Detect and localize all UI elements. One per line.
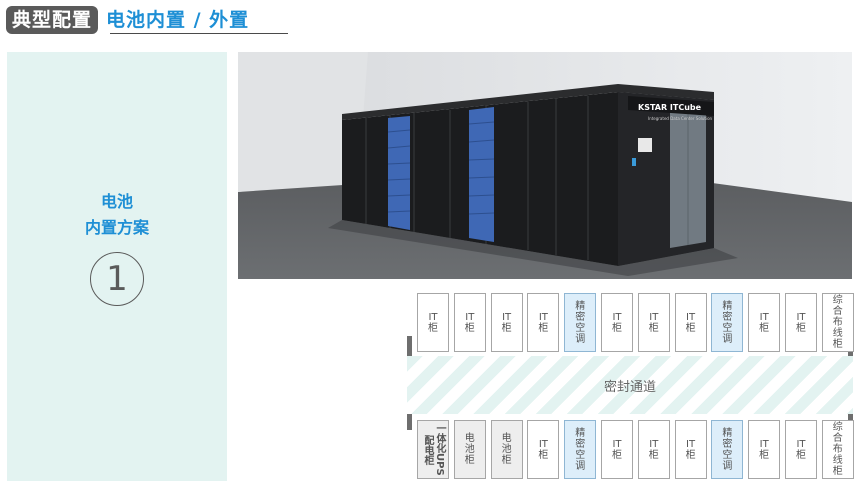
scheme-title-line2: 内置方案 (84, 218, 149, 237)
sealed-aisle: 密封通道 (407, 356, 853, 414)
cabinet-bottom-12: 综合布线柜 (821, 420, 854, 479)
cabinet-top-10: IT柜 (748, 293, 781, 352)
cabinet-bottom-6: IT柜 (600, 420, 633, 479)
cabinet-top-8: IT柜 (674, 293, 707, 352)
cabinet-top-2: IT柜 (453, 293, 486, 352)
row-end-cap-top-right (848, 336, 853, 370)
cabinet-top-4: IT柜 (527, 293, 560, 352)
cabinet-bottom-11: IT柜 (784, 420, 817, 479)
cabinet-bottom-10: IT柜 (748, 420, 781, 479)
cabinet-bottom-1: 一体化UPS配电柜 (417, 420, 449, 479)
cabinet-top-6: IT柜 (600, 293, 633, 352)
page-title: 电池内置 / 外置 (106, 9, 250, 31)
scheme-panel: 电池 内置方案 1 (7, 52, 227, 481)
cabinet-top-12: 综合布线柜 (821, 293, 854, 352)
title-underline (110, 33, 288, 34)
cabinet-bottom-9: 精密空调 (711, 420, 744, 479)
cabinet-top-1: IT柜 (417, 293, 449, 352)
cabinet-bottom-3: 电池柜 (490, 420, 523, 479)
cabinet-top-3: IT柜 (490, 293, 523, 352)
scheme-title-line1: 电池 (100, 192, 133, 211)
scheme-title: 电池 内置方案 (7, 189, 227, 241)
cabinet-bottom-5: 精密空调 (564, 420, 597, 479)
cabinet-bottom-8: IT柜 (674, 420, 707, 479)
cabinet-bottom-4: IT柜 (527, 420, 560, 479)
cabinet-bottom-2: 电池柜 (453, 420, 486, 479)
product-render-image: KSTAR ITCube Integrated Data Center Solu… (238, 52, 852, 279)
page-header: 典型配置 电池内置 / 外置 (6, 5, 251, 35)
cabinet-top-9: 精密空调 (711, 293, 744, 352)
data-center-render: KSTAR ITCube Integrated Data Center Solu… (238, 52, 852, 279)
brand-tagline: Integrated Data Center Solution (648, 116, 713, 121)
cabinet-top-7: IT柜 (637, 293, 670, 352)
cabinet-bottom-7: IT柜 (637, 420, 670, 479)
scheme-number: 1 (106, 259, 128, 299)
cabinet-top-11: IT柜 (784, 293, 817, 352)
row-end-cap-top (407, 336, 412, 370)
aisle-label: 密封通道 (603, 379, 656, 395)
cabinet-top-5: 精密空调 (564, 293, 597, 352)
cabinet-row-bottom: 一体化UPS配电柜 电池柜 电池柜 IT柜 精密空调 IT柜 IT柜 IT柜 精… (417, 420, 854, 479)
scheme-number-badge: 1 (90, 252, 144, 306)
cabinet-row-top: IT柜 IT柜 IT柜 IT柜 精密空调 IT柜 IT柜 IT柜 精密空调 IT… (417, 293, 854, 352)
brand-text: KSTAR ITCube (638, 103, 702, 112)
section-tag: 典型配置 (6, 6, 99, 34)
floor-plan-diagram: IT柜 IT柜 IT柜 IT柜 精密空调 IT柜 IT柜 IT柜 精密空调 IT… (407, 293, 854, 481)
